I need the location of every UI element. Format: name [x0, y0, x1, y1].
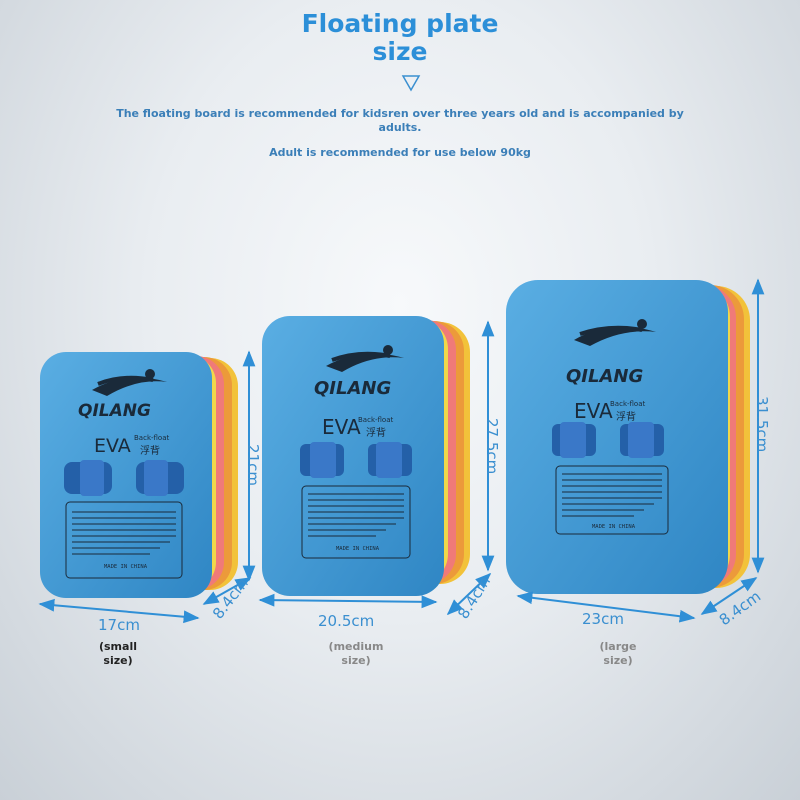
depth-label-large: 8.4cm: [716, 587, 764, 629]
made-in-label: MADE IN CHINA: [592, 524, 636, 530]
back-float-label: Back-float: [134, 434, 170, 442]
down-triangle-icon: [401, 75, 421, 92]
size-caption-medium-line2: size): [341, 654, 371, 667]
width-arrow-small: [38, 598, 200, 624]
size-caption-medium: (medium size): [316, 640, 396, 668]
depth-arrow-small: [202, 577, 252, 605]
board-small: QILANG EVA Back-float 浮背 MADE IN CHINA: [40, 352, 238, 598]
board-medium-face: [262, 316, 444, 596]
warning-label-box: [555, 465, 669, 535]
size-caption-large-line1: (large: [599, 640, 637, 653]
warning-label-box: [65, 501, 183, 579]
eva-label: EVA: [322, 415, 361, 439]
size-caption-small-line1: (small: [98, 640, 137, 653]
size-caption-large-line2: size): [603, 654, 633, 667]
title-line-2: size: [372, 37, 428, 66]
back-float-cn-label: 浮背: [616, 410, 636, 423]
width-label-large: 23cm: [582, 610, 624, 628]
made-in-label: MADE IN CHINA: [336, 546, 380, 552]
warning-label-box: [301, 485, 411, 559]
height-label-small: 21cm: [244, 444, 262, 486]
size-caption-large: (large size): [578, 640, 658, 668]
board-large: QILANG EVA Back-float 浮背 MADE IN CHINA: [506, 280, 750, 594]
back-float-label: Back-float: [358, 416, 394, 424]
brand-logo: QILANG: [566, 366, 643, 387]
title-line-1: Floating plate: [301, 9, 499, 38]
board-large-face: [506, 280, 728, 594]
back-float-cn-label: 浮背: [366, 426, 386, 439]
height-label-large: 31.5cm: [753, 396, 771, 452]
width-label-medium: 20.5cm: [318, 612, 374, 630]
age-recommendation-note: The floating board is recommended for ki…: [116, 107, 684, 134]
size-caption-medium-line1: (medium: [328, 640, 384, 653]
back-float-cn-label: 浮背: [140, 444, 160, 457]
eva-label: EVA: [574, 399, 613, 423]
board-medium: QILANG EVA Back-float 浮背 MADE IN CHINA: [262, 316, 470, 596]
depth-arrow-large: [700, 577, 758, 615]
made-in-label: MADE IN CHINA: [104, 564, 148, 570]
brand-logo: QILANG: [314, 378, 391, 399]
page-title: Floating plate size: [0, 10, 800, 66]
height-label-medium: 27.5cm: [483, 418, 501, 474]
width-arrow-large: [516, 591, 696, 623]
weight-recommendation-note: Adult is recommended for use below 90kg: [269, 146, 531, 159]
width-arrow-medium: [258, 593, 438, 609]
depth-label-medium: 8.4cm: [454, 573, 494, 622]
size-caption-small-line2: size): [103, 654, 133, 667]
back-float-label: Back-float: [610, 400, 646, 408]
depth-arrow-medium: [446, 572, 492, 616]
swimmer-logo-icon: [92, 377, 167, 396]
width-label-small: 17cm: [98, 616, 140, 634]
brand-logo: QILANG: [78, 401, 151, 421]
size-caption-small: (small size): [78, 640, 158, 668]
eva-label: EVA: [94, 435, 131, 457]
